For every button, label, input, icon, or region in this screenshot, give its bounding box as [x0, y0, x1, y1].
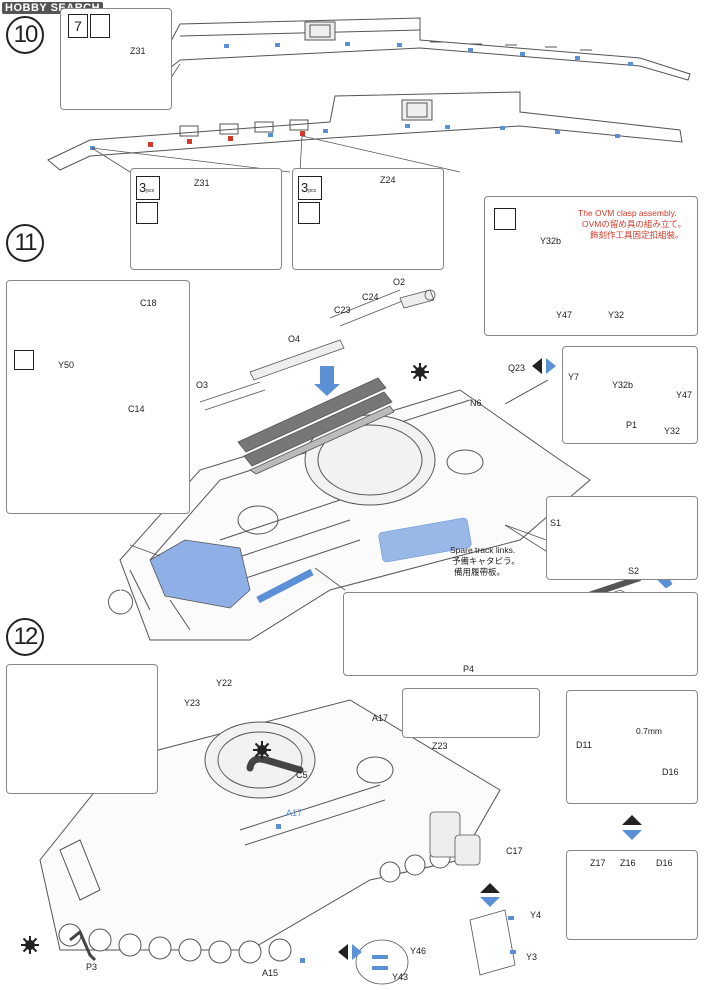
label-y32b-2: Y32b [612, 380, 634, 390]
step12-updown-arrow-d [622, 830, 642, 840]
label-y43: Y43 [392, 972, 409, 982]
step10-blue-clips-upper [224, 42, 633, 66]
label-s1: S1 [550, 518, 562, 528]
label-y3: Y3 [526, 952, 538, 962]
spare-note-jp: 予備キャタピラ。 [452, 556, 520, 566]
spare-note-cn: 備用履帶板。 [454, 567, 506, 577]
label-y32-c: Y32 [664, 426, 681, 436]
label-c17: C17 [506, 846, 523, 856]
panel-step11-tools [562, 346, 698, 444]
three-pcs-icon-b: 3pcs [298, 176, 322, 200]
label-y46: Y46 [410, 946, 427, 956]
label-c18: C18 [140, 298, 157, 308]
label-y32b: Y32b [540, 236, 562, 246]
panel-step10-b [130, 168, 282, 270]
label-p1: P1 [626, 420, 638, 430]
panel-step11-ovm [484, 196, 698, 336]
label-y32-a: Y32 [608, 310, 625, 320]
panel-step10-a [60, 8, 172, 110]
label-c23: C23 [334, 305, 351, 315]
label-y22: Y22 [216, 678, 233, 688]
step-11-number: 11 [6, 224, 44, 262]
label-z31-a: Z31 [130, 46, 146, 56]
label-c24: C24 [362, 292, 379, 302]
step12-door-y3 [469, 909, 516, 976]
step12-p3-tool [69, 929, 97, 962]
label-z24: Z24 [380, 175, 396, 185]
step10-fender-lower [47, 91, 683, 171]
label-n6: N6 [470, 398, 482, 408]
label-p4: P4 [463, 664, 475, 674]
label-q23: Q23 [508, 363, 526, 373]
step12-mantlet [429, 811, 481, 866]
panel-step12-d11 [566, 690, 698, 804]
ovm-note-jp: OVMの留め具の組み立て。 [582, 219, 687, 229]
label-y47-a: Y47 [556, 310, 573, 320]
spare-note-en: Spare track links. [450, 545, 516, 555]
label-z16: Z16 [620, 858, 636, 868]
cement-icon-d [494, 208, 516, 230]
step11-tube-parts [199, 289, 436, 411]
step12-updown-arrow-a [480, 883, 500, 893]
step12-updown-arrow-b [480, 897, 500, 907]
step12-blue-hinges [276, 824, 516, 963]
label-z17: Z17 [590, 858, 606, 868]
panel-step10-c [292, 168, 444, 270]
label-y23: Y23 [184, 698, 201, 708]
label-s2: S2 [628, 566, 640, 576]
label-d11: D11 [576, 740, 592, 750]
three-pcs-icon-a: 3pcs [136, 176, 160, 200]
step-12-number: 12 [6, 618, 44, 656]
label-y4: Y4 [530, 910, 542, 920]
step10-fender-upper [159, 17, 691, 81]
label-z23: Z23 [432, 741, 448, 751]
step12-c5-tube [246, 755, 304, 774]
label-y7: Y7 [568, 372, 580, 382]
ovm-note-en: The OVM clasp assembly. [578, 208, 677, 218]
cement-icon-c [14, 350, 34, 370]
label-d16-a: D16 [662, 767, 679, 777]
step11-blue-engine-deck [149, 539, 314, 609]
panel-step11-c18 [6, 280, 190, 514]
ovm-note-cn: 飾刻作工具固定扣組裝。 [590, 230, 684, 240]
step11-down-arrow [314, 366, 340, 396]
step12-cover-y43 [355, 939, 409, 985]
seven-pcs-icon: 7 [68, 14, 88, 38]
step11-exhaust [237, 377, 395, 475]
label-o3: O3 [196, 380, 209, 390]
step-10-number: 10 [6, 16, 44, 54]
label-y47-b: Y47 [676, 390, 693, 400]
label-c5: C5 [296, 770, 308, 780]
panel-step11-p4 [343, 592, 698, 676]
panel-step12-left [6, 664, 158, 794]
panel-step12-a17 [402, 688, 540, 738]
cement-icon-a [136, 202, 158, 224]
label-a15: A15 [262, 968, 279, 978]
label-d16-b: D16 [656, 858, 673, 868]
label-p3: P3 [86, 962, 98, 972]
cement-icon [90, 14, 110, 38]
label-c14: C14 [128, 404, 145, 414]
panel-step12-z17 [566, 850, 698, 940]
label-z31-b: Z31 [194, 178, 210, 188]
label-o4: O4 [288, 334, 301, 344]
drill-size: 0.7mm [636, 726, 662, 736]
step11-blue-spare-tracks [378, 517, 472, 563]
step12-updown-arrow-c [622, 815, 642, 825]
cement-icon-b [298, 202, 320, 224]
label-y50: Y50 [58, 360, 75, 370]
label-o2: O2 [393, 277, 406, 287]
panel-step11-spare [546, 496, 698, 580]
label-a17-a: A17 [286, 808, 303, 818]
label-a17-b: A17 [372, 713, 389, 723]
